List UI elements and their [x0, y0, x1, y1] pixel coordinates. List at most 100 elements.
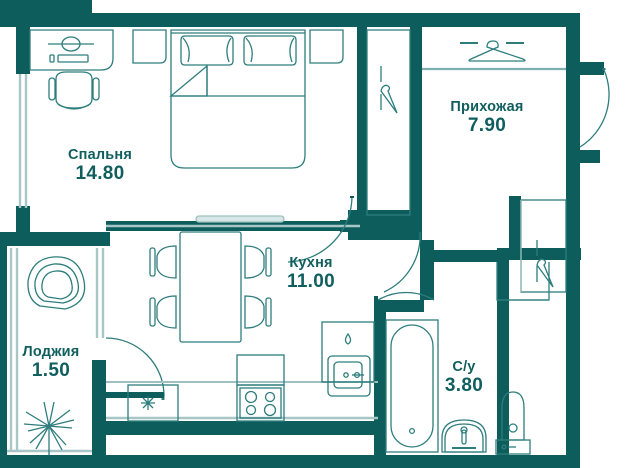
wall-entry-nub-top — [566, 62, 604, 75]
radiator-bedroom — [195, 215, 285, 223]
door-entrance-arc — [579, 69, 610, 148]
chair-bottom-left — [156, 295, 177, 329]
chair-top-left — [156, 245, 177, 279]
room-label-bedroom: Спальня 14.80 — [68, 147, 132, 185]
washing-machine-star-icon — [141, 396, 155, 410]
wall-top-main — [16, 13, 580, 27]
stove-burner-3 — [245, 404, 257, 416]
chair-top-right-back — [265, 247, 272, 277]
bed-pillow-right-crease — [245, 37, 253, 63]
room-name-bathroom: С/у — [452, 359, 476, 375]
wall-loggia-bottom — [0, 455, 100, 468]
chair-bottom-right-back — [265, 297, 272, 327]
room-name-loggia: Лоджия — [22, 344, 80, 360]
bed-pillow-left-crease — [182, 37, 190, 63]
washbasin — [441, 419, 487, 453]
nightstand-left — [132, 29, 167, 64]
room-area-bedroom: 14.80 — [75, 163, 125, 185]
wall-hall-door-head3 — [348, 232, 422, 240]
office-chair-base — [57, 103, 91, 110]
hallway-furniture — [366, 29, 567, 293]
wall-bath-right — [497, 255, 509, 455]
potted-plant-icon — [23, 401, 75, 455]
wardrobe-left-hanger-icon — [380, 84, 398, 114]
stove-top — [239, 387, 282, 419]
room-label-bathroom: С/у 3.80 — [444, 359, 484, 397]
armchair-inner — [34, 263, 80, 304]
kitchen-sink-drain — [343, 372, 349, 378]
washbasin-faucet-head — [460, 426, 468, 434]
armchair-seat — [41, 270, 73, 300]
room-name-kitchen: Кухня — [289, 255, 333, 271]
bed-duvet-fold — [169, 64, 208, 97]
wall-right-mid — [566, 150, 580, 250]
coat-hanger-icon — [468, 40, 526, 62]
door-leaf-bath — [374, 296, 378, 302]
stove-burner-4 — [263, 403, 277, 417]
kitchen-sink — [327, 355, 371, 397]
bathtub-outer — [385, 319, 439, 453]
range-hood — [236, 354, 285, 386]
wall-bedroom-right — [357, 27, 367, 223]
wall-hall-door-head2 — [340, 220, 422, 232]
wardrobe-right-hanger-icon — [536, 258, 554, 288]
chair-top-right — [244, 245, 265, 279]
bathtub-drain — [408, 427, 416, 435]
toilet-flush-button — [508, 423, 518, 433]
bathtub-inner — [390, 324, 434, 448]
wall-bath-left — [374, 300, 386, 458]
desk-keyboard — [57, 54, 89, 63]
wall-bath-left-top — [374, 300, 424, 312]
wall-bath-top — [420, 250, 500, 262]
bed-pillow-right — [243, 35, 297, 66]
chair-top-left-back — [149, 247, 156, 277]
wall-wardrobe-right — [410, 27, 422, 217]
door-kitchen-arc — [383, 231, 421, 293]
washbasin-faucet — [461, 429, 467, 445]
stove-burner-1 — [244, 390, 258, 404]
door-leaves-group — [100, 196, 378, 398]
nightstand-right — [309, 29, 344, 64]
wall-right-lower — [566, 248, 580, 460]
room-label-loggia: Лоджия 1.50 — [22, 344, 80, 381]
door-leaf-bedroom — [350, 196, 354, 198]
wall-bedroom-loggia — [0, 232, 110, 246]
bedroom-furniture — [29, 29, 344, 223]
wall-right-upper — [566, 13, 580, 75]
wall-rightroom-bottom — [497, 248, 581, 260]
stove-burner-2 — [264, 391, 276, 403]
wardrobe-right-body — [520, 199, 567, 293]
desk — [29, 29, 114, 71]
bed-pillow-right-crease2 — [289, 37, 295, 63]
wall-rightroom-left — [509, 196, 521, 258]
wall-hall-corridor — [566, 75, 580, 155]
room-area-hallway: 7.90 — [467, 115, 507, 137]
washbasin-inner — [444, 423, 484, 453]
wardrobe-left-body — [366, 29, 411, 216]
toilet-bowl — [501, 391, 525, 441]
sink-cabinet — [321, 321, 375, 383]
kitchen-furniture — [106, 231, 378, 422]
bed-pillow-left-crease2 — [226, 37, 232, 63]
door-bathroom-arc — [377, 291, 435, 301]
room-name-hallway: Прихожая — [450, 99, 524, 115]
wall-bottom-main — [92, 455, 580, 468]
office-chair-arm-left — [48, 77, 56, 101]
stove — [236, 384, 285, 422]
dining-table — [179, 231, 242, 343]
bathroom-fixtures — [385, 262, 550, 455]
chair-bottom-left-back — [149, 297, 156, 327]
kitchen-sink-faucet-knob — [353, 371, 361, 379]
room-label-hallway: Прихожая 7.90 — [450, 99, 524, 137]
door-leaf-loggia — [100, 392, 164, 398]
door-loggia-arc — [105, 337, 165, 397]
chair-bottom-right — [244, 295, 265, 329]
office-chair-arm-right — [92, 77, 100, 101]
room-area-bathroom: 3.80 — [444, 375, 484, 397]
bed-pillow-left — [180, 35, 234, 66]
desk-mouse — [49, 54, 55, 63]
wall-loggia-left — [0, 232, 7, 468]
bed-mattress — [170, 29, 306, 169]
